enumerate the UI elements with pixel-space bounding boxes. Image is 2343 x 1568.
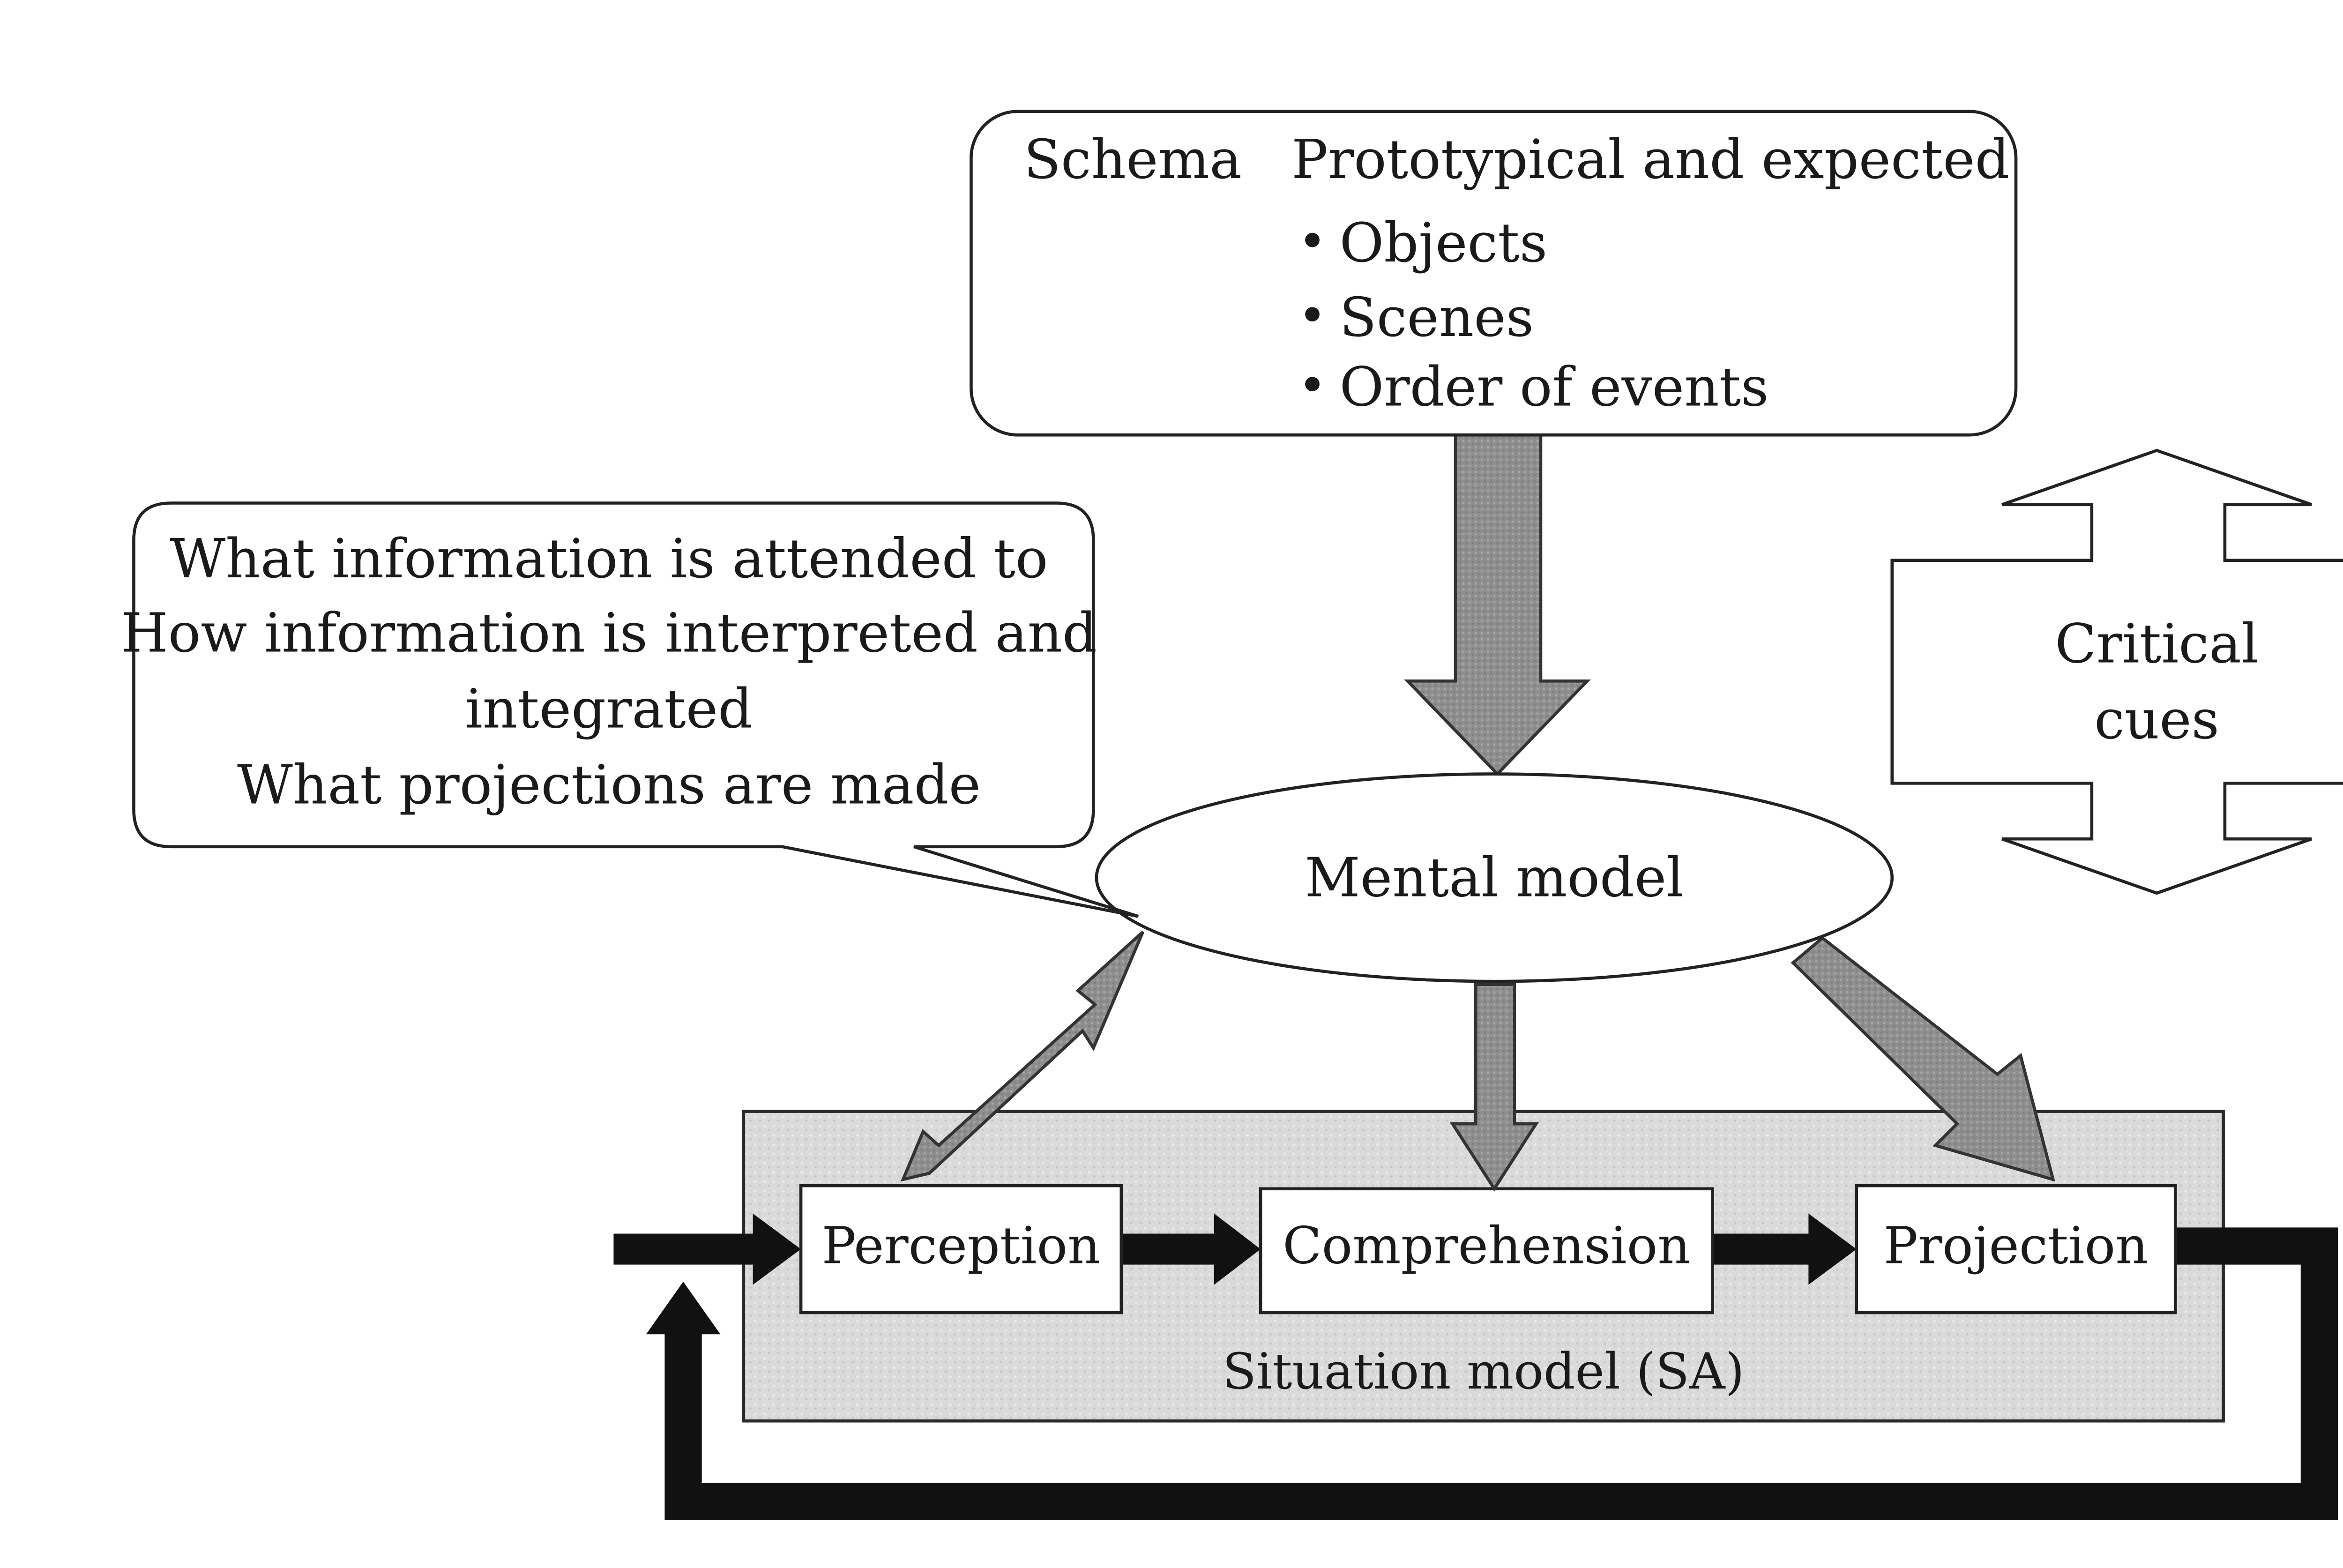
schema-bullet-1: • (1298, 213, 1327, 270)
stage-comprehension-label: Comprehension (1283, 1216, 1690, 1275)
callout-line-4: What projections are made (237, 754, 981, 816)
comprehension-to-projection-shaft (1712, 1233, 1815, 1265)
mental-model-perception-double-arrow (900, 930, 1145, 1182)
callout-bubble: What information is attended to How info… (121, 501, 1139, 918)
feedback-loop-arrowhead (646, 1281, 721, 1335)
schema-box: Schema Prototypical and expected • Objec… (970, 110, 2018, 437)
mental-model-label: Mental model (1305, 846, 1684, 909)
critical-cues-arrow-shape (1890, 448, 2343, 895)
stage-projection-label: Projection (1884, 1216, 2149, 1275)
stage-perception-label: Perception (822, 1216, 1101, 1275)
perception-to-comprehension-shaft (1121, 1233, 1221, 1265)
stage-projection: Projection (1855, 1184, 2177, 1314)
schema-item-order-of-events: Order of events (1340, 356, 1769, 418)
mental-model: Mental model (1095, 772, 1894, 983)
schema-item-objects: Objects (1340, 212, 1548, 275)
schema-bullet-3: • (1298, 357, 1327, 414)
input-arrow-shaft (613, 1233, 762, 1265)
perception-to-comprehension-head (1214, 1213, 1261, 1285)
schema-to-mental-model-arrow (1404, 432, 1591, 777)
callout-line-2: How information is interpreted and (121, 602, 1097, 665)
stage-perception: Perception (799, 1184, 1123, 1314)
comprehension-to-projection-head (1808, 1213, 1857, 1285)
feedback-loop-line (664, 1227, 2338, 1520)
critical-cues-line-2: cues (2094, 689, 2219, 752)
schema-label: Schema (1024, 128, 1242, 191)
critical-cues: Critical cues (1890, 448, 2343, 895)
callout-line-3: integrated (465, 678, 753, 740)
schema-bullet-2: • (1298, 287, 1327, 344)
mental-model-to-projection-arrow (1791, 936, 2055, 1182)
callout-line-1: What information is attended to (170, 528, 1048, 590)
schema-heading: Prototypical and expected (1291, 128, 2009, 191)
schema-item-scenes: Scenes (1340, 286, 1534, 349)
situation-model-label: Situation model (SA) (1223, 1343, 1745, 1400)
input-arrow-head (753, 1213, 801, 1285)
mental-model-to-comprehension-arrow (1449, 983, 1539, 1192)
critical-cues-line-1: Critical (2055, 613, 2259, 676)
stage-comprehension: Comprehension (1259, 1187, 1714, 1314)
